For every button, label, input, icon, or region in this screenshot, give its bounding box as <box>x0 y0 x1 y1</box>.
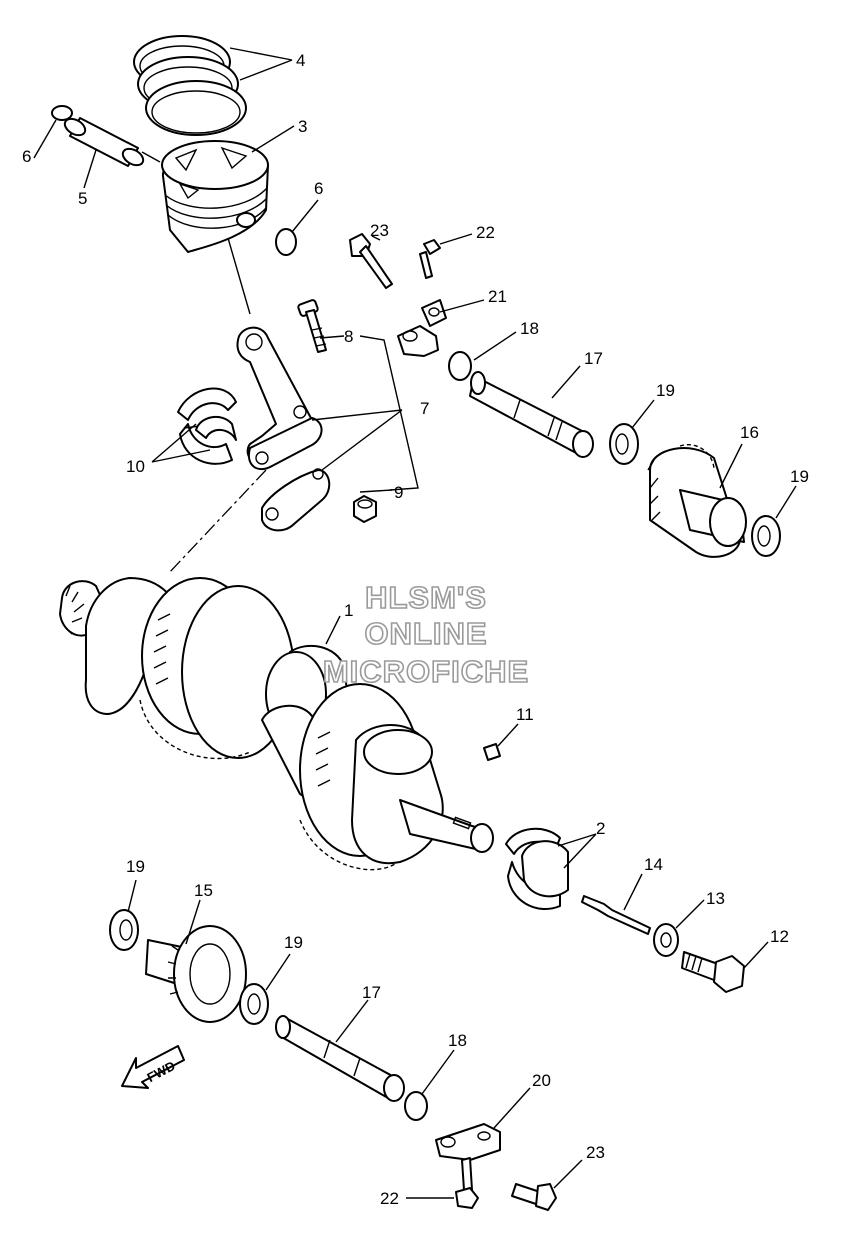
callout-8: 8 <box>344 327 353 346</box>
callout-17-lower: 17 <box>362 983 381 1002</box>
woodruff-key[interactable] <box>483 743 501 761</box>
callout-7: 7 <box>420 399 429 418</box>
connecting-rod-bearing[interactable] <box>177 387 237 465</box>
callout-2: 2 <box>596 819 605 838</box>
callout-20: 20 <box>532 1071 551 1090</box>
callout-16: 16 <box>740 423 759 442</box>
balancer-lever-lower[interactable] <box>435 1123 501 1161</box>
balancer-washer-lower-right[interactable] <box>239 983 269 1025</box>
watermark: HLSM'S ONLINE MICROFICHE <box>322 579 529 690</box>
callout-19-lower-left: 19 <box>126 857 145 876</box>
rod-bolt[interactable] <box>297 299 327 353</box>
callout-23-upper: 23 <box>370 221 389 240</box>
callout-19-upper-right: 19 <box>790 467 809 486</box>
callout-18-lower: 18 <box>448 1031 467 1050</box>
watermark-line-2: ONLINE <box>364 616 487 651</box>
callout-17-upper: 17 <box>584 349 603 368</box>
balancer-washer-upper-left[interactable] <box>609 423 639 465</box>
balancer-washer-upper-right[interactable] <box>751 515 781 557</box>
bolt-23-upper[interactable] <box>349 233 393 289</box>
callout-18-upper: 18 <box>520 319 539 338</box>
piston-pin-clip-right[interactable] <box>275 228 297 256</box>
crankshaft-main-bearing[interactable] <box>505 827 569 911</box>
balancer-gear-lower[interactable] <box>145 925 247 1023</box>
callout-9: 9 <box>394 483 403 502</box>
callout-1: 1 <box>344 601 353 620</box>
balancer-washer-lower-left[interactable] <box>109 909 139 951</box>
callout-6-right: 6 <box>314 179 323 198</box>
bolt-23-lower[interactable] <box>511 1183 557 1211</box>
o-ring-upper[interactable] <box>448 351 472 381</box>
callout-5: 5 <box>78 189 87 208</box>
callout-13: 13 <box>706 889 725 908</box>
flange-bolt[interactable] <box>681 951 745 993</box>
bolt-22-upper[interactable] <box>419 239 441 279</box>
balancer-shaft-upper[interactable] <box>469 371 594 458</box>
callout-21: 21 <box>488 287 507 306</box>
callout-6-left: 6 <box>22 147 31 166</box>
callout-labels: 4 3 6 6 5 23 22 21 8 18 17 19 7 16 10 19… <box>22 51 809 1208</box>
leader-lines <box>33 47 797 1199</box>
callout-15: 15 <box>194 881 213 900</box>
callout-11: 11 <box>516 705 534 724</box>
callout-3: 3 <box>298 117 307 136</box>
balancer-shaft-lower[interactable] <box>275 1015 405 1102</box>
callout-23-lower: 23 <box>586 1143 605 1162</box>
fwd-arrow-icon: FWD <box>121 1045 185 1089</box>
watermark-line-1: HLSM'S <box>365 580 487 615</box>
piston-pin[interactable] <box>62 115 146 168</box>
balancer-gear-upper[interactable] <box>647 444 747 558</box>
callout-22-upper: 22 <box>476 223 495 242</box>
piston-rings[interactable] <box>133 35 247 136</box>
crankshaft[interactable] <box>59 577 494 871</box>
callout-14: 14 <box>644 855 663 874</box>
connecting-rod[interactable] <box>236 326 331 532</box>
callout-19-lower-right: 19 <box>284 933 303 952</box>
piston[interactable] <box>161 140 269 253</box>
piston-pin-clip-left[interactable] <box>51 105 73 121</box>
callout-19-upper-left: 19 <box>656 381 675 400</box>
callout-22-lower: 22 <box>380 1189 399 1208</box>
balancer-lever-upper[interactable] <box>397 299 447 357</box>
oil-pipe[interactable] <box>581 895 651 935</box>
callout-4: 4 <box>296 51 305 70</box>
callout-10: 10 <box>126 457 145 476</box>
bolt-22-lower[interactable] <box>455 1157 479 1209</box>
o-ring-lower[interactable] <box>404 1091 428 1121</box>
callout-12: 12 <box>770 927 789 946</box>
watermark-line-3: MICROFICHE <box>323 654 529 689</box>
rod-nut[interactable] <box>353 495 377 523</box>
washer[interactable] <box>653 923 679 957</box>
